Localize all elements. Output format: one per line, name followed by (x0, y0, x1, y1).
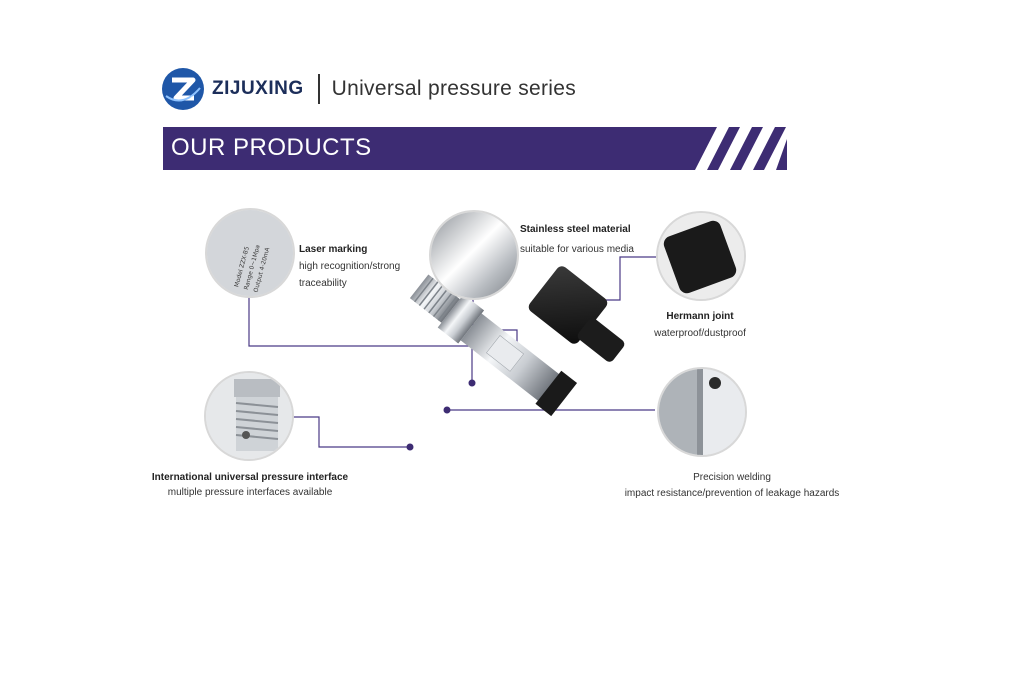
pressure-interface-desc: multiple pressure interfaces available (167, 487, 333, 498)
hermann-joint-desc: waterproof/dustproof (654, 328, 746, 339)
series-title: Universal pressure series (331, 77, 577, 100)
header: ZIJUXING Universal pressure series (162, 66, 576, 112)
precision-welding-detail-image (657, 367, 747, 457)
stainless-steel-callout: Stainless steel material suitable for va… (520, 221, 634, 258)
laser-marking-callout: Laser marking high recognition/strong tr… (299, 241, 400, 292)
laser-marking-desc-line2: traceability (299, 278, 347, 289)
zijuxing-logo-icon (162, 68, 204, 110)
header-divider (317, 74, 320, 104)
stainless-steel-detail-image (429, 210, 519, 300)
hermann-joint-title: Hermann joint (666, 311, 734, 322)
banner-title: OUR PRODUCTS (171, 134, 372, 161)
precision-welding-title: Precision welding (693, 472, 771, 483)
precision-welding-callout: Precision welding impact resistance/prev… (612, 469, 852, 502)
pressure-interface-callout: International universal pressure interfa… (140, 469, 360, 501)
hermann-joint-detail-image (656, 211, 746, 301)
laser-marking-detail-image: Model ZZX-B5 Range 0~1Mpa Output 4-20mA (205, 208, 295, 298)
banner-stripes-icon (687, 127, 787, 170)
precision-welding-desc: impact resistance/prevention of leakage … (624, 488, 840, 499)
pressure-transmitter-image (409, 266, 625, 417)
stainless-steel-desc: suitable for various media (520, 244, 634, 255)
products-banner: OUR PRODUCTS (163, 127, 787, 170)
brand-name: ZIJUXING (212, 78, 304, 99)
laser-marking-title: Laser marking (299, 244, 368, 255)
stainless-steel-title: Stainless steel material (520, 224, 631, 235)
laser-marking-desc-line1: high recognition/strong (299, 261, 401, 272)
pressure-interface-detail-image (204, 371, 294, 461)
hermann-joint-callout: Hermann joint waterproof/dustproof (640, 308, 760, 342)
pressure-interface-title: International universal pressure interfa… (151, 472, 349, 483)
